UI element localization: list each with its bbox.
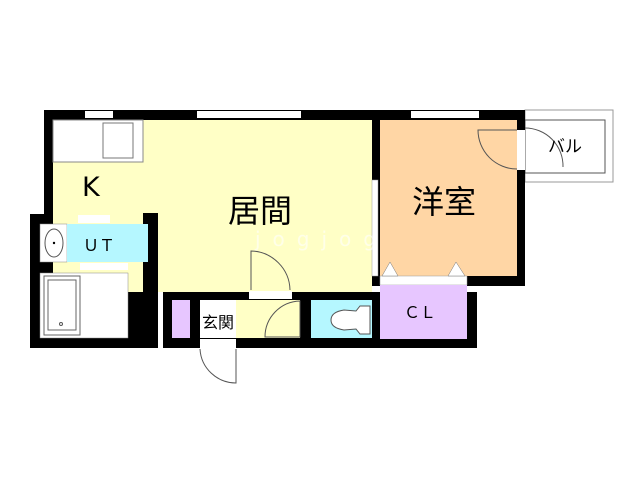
watermark: jogjog [254, 227, 388, 251]
shoe-closet [172, 300, 190, 338]
window-living [197, 111, 301, 118]
door-swing-balcony [477, 129, 518, 170]
room-western [380, 120, 517, 276]
room-entrance [200, 300, 236, 338]
balcony-inner [524, 119, 606, 174]
label-kitchen: K [82, 172, 101, 203]
room-ut [67, 224, 148, 262]
bathtub-drain [59, 322, 63, 326]
toilet-icon [330, 305, 371, 335]
label-living: 居間 [228, 192, 292, 230]
door-living-opening [249, 291, 292, 299]
front-door-opening [200, 339, 236, 348]
door-swing-balcony-out [524, 127, 564, 168]
label-balcony: バル [548, 137, 582, 157]
label-western: 洋室 [412, 183, 476, 221]
door-balcony-opening [517, 130, 525, 170]
door-swing-living [250, 250, 291, 291]
door-swing-toilet [264, 300, 301, 338]
door-bath [80, 263, 128, 270]
label-ut: ＵＴ [83, 236, 115, 255]
label-entrance: 玄関 [202, 313, 234, 332]
label-closet: ＣＬ [404, 303, 436, 322]
bathtub-inner [47, 279, 77, 331]
sliding-door-living-western [371, 179, 379, 277]
entrance-hall [236, 300, 300, 338]
window-kitchen [85, 111, 113, 118]
closet-doors [379, 275, 468, 286]
window-western [411, 111, 479, 118]
closet-door-marker-2 [447, 261, 466, 277]
room-closet [380, 285, 467, 339]
drain-dot [52, 241, 56, 245]
door-swing-front [199, 348, 237, 384]
closet-door-marker-1 [381, 261, 399, 277]
sink-icon [102, 122, 134, 159]
door-ut [78, 215, 110, 223]
living-lower-fill [158, 213, 372, 292]
